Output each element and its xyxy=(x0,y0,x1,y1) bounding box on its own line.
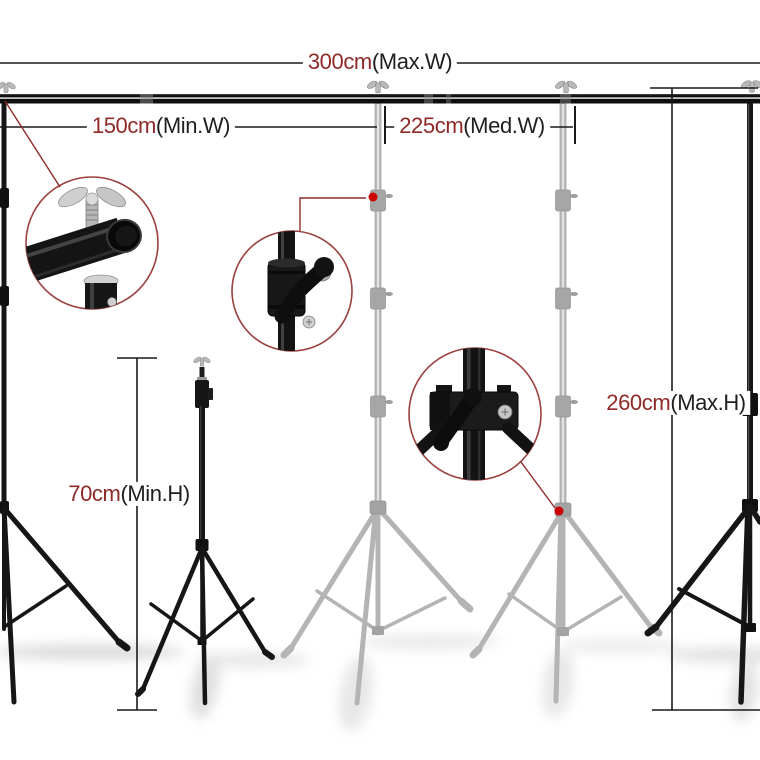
dimension-label-min-height: 70cm(Min.H) xyxy=(63,480,195,507)
dimension-qualifier: (Min.W) xyxy=(155,112,231,138)
dimension-label-min-width: 150cm(Min.W) xyxy=(86,112,236,139)
callout-target-dot xyxy=(368,192,378,202)
wing-nut-icon xyxy=(0,80,17,94)
backdrop-stand-right xyxy=(644,101,760,705)
dimension-label-med-width: 225cm(Med.W) xyxy=(394,112,550,139)
wing-nut-icon xyxy=(365,79,391,94)
callout-leader-line xyxy=(4,100,61,188)
callout-leader-line xyxy=(299,197,366,231)
callout-leaders xyxy=(4,100,564,516)
dimension-qualifier: (Max.H) xyxy=(670,389,746,415)
dimension-value: 150cm xyxy=(91,112,156,138)
wing-nut-icon xyxy=(553,79,579,94)
backdrop-stand-left xyxy=(0,101,131,705)
wing-nut-icon xyxy=(739,78,760,93)
dimension-min-height-line xyxy=(117,357,157,711)
dimension-value: 300cm xyxy=(307,48,372,74)
dimension-label-max-width: 300cm(Max.W) xyxy=(302,48,458,75)
wing-nut-icon xyxy=(192,355,212,367)
ghost-stand-medium xyxy=(280,100,474,706)
callout-leg-hub-lock-knob xyxy=(408,347,542,481)
callout-pole-lock-knob xyxy=(231,230,353,352)
callout-target-dot xyxy=(554,506,564,516)
crossbar xyxy=(0,78,760,104)
ground-shadows xyxy=(0,634,760,732)
dimension-value: 70cm xyxy=(68,480,121,506)
dimension-qualifier: (Med.W) xyxy=(463,112,545,138)
dimension-value: 260cm xyxy=(606,389,671,415)
stand-70cm xyxy=(135,355,275,706)
dimension-label-max-height: 260cm(Max.H) xyxy=(601,389,751,416)
callout-crossbar-wing-screw xyxy=(25,176,159,310)
dimension-qualifier: (Min.H) xyxy=(120,480,190,506)
dimension-value: 225cm xyxy=(399,112,464,138)
callout-leader-line xyxy=(520,461,556,509)
dimension-qualifier: (Max.W) xyxy=(371,48,453,74)
